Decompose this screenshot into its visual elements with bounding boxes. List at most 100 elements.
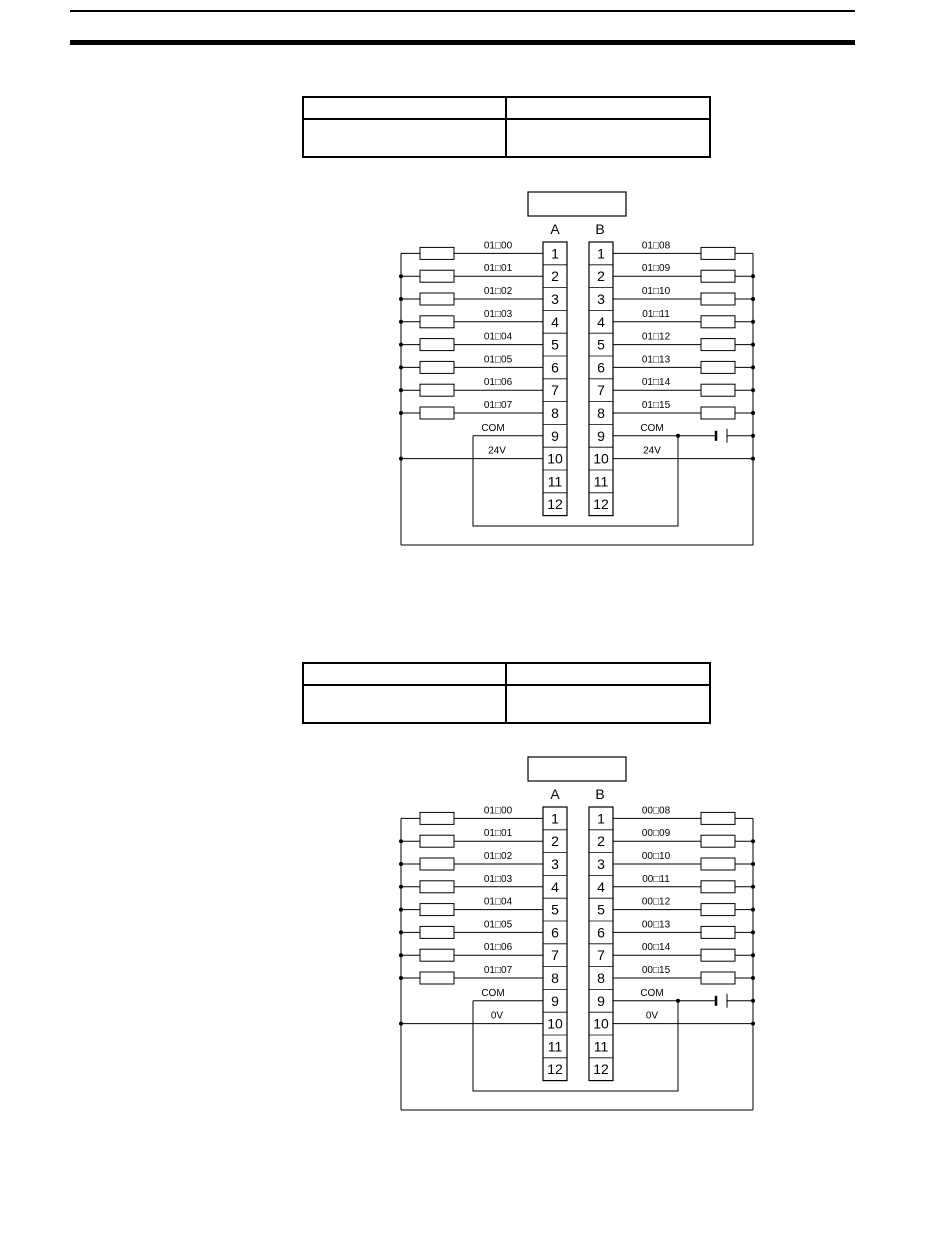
input-label: 01□05 [484,354,513,365]
connector-label-box [527,756,627,782]
pin-number-b: 7 [597,947,605,963]
junction-dot [399,953,403,958]
supply-label-right: 24V [643,446,661,457]
load-resistor [419,246,455,260]
input-label: 00□13 [642,919,671,930]
pin-number-a: 10 [547,1016,563,1032]
load-resistor [419,903,455,917]
junction-dot [751,342,755,347]
pin-number-a: 2 [551,268,559,284]
input-label: 01□01 [484,828,513,839]
com-loop-wire [472,435,679,527]
table-cell [507,686,710,722]
junction-dot [751,319,755,324]
junction-dot [751,907,755,912]
junction-dot [399,456,403,461]
input-label: 01□11 [642,309,670,320]
pin-number-a: 3 [551,856,559,872]
load-resistor [700,880,736,894]
pin-number-b: 8 [597,405,605,421]
pin-number-a: 2 [551,833,559,849]
junction-dot [751,274,755,279]
input-label: 01□12 [642,332,671,343]
junction-dot [399,862,403,866]
pin-number-b: 1 [597,810,605,826]
input-label: 01□06 [484,377,513,388]
pin-number-a: 9 [551,993,559,1009]
pin-number-a: 7 [551,382,559,398]
junction-dot [751,297,755,301]
pin-number-b: 10 [593,451,609,467]
input-label: 00□12 [642,897,671,908]
junction-dot [399,884,403,889]
pin-number-b: 11 [594,473,609,489]
pin-number-a: 5 [551,337,559,353]
load-resistor [700,246,736,260]
supply-label-left: 24V [488,446,506,457]
junction-dot [751,411,755,415]
load-resistor [700,948,736,962]
input-label: 00□14 [642,942,671,953]
junction-dot [751,388,755,393]
pin-number-b: 8 [597,970,605,986]
pin-number-a: 1 [551,245,559,261]
pin-number-a: 9 [551,428,559,444]
input-label: 00□09 [642,828,671,839]
input-label: 01□00 [484,805,513,816]
table-cell [507,120,710,156]
input-label: 01□03 [484,874,513,885]
table-cell [304,120,507,156]
load-resistor [700,338,736,352]
table-cell [304,686,507,722]
junction-dot [399,342,403,347]
load-resistor [419,811,455,825]
load-resistor [700,360,736,374]
load-resistor [700,269,736,283]
input-label: 00□08 [642,805,671,816]
input-label: 00□15 [642,965,671,976]
pin-number-b: 9 [597,993,605,1009]
pin-number-a: 4 [551,314,559,330]
pin-number-b: 6 [597,359,605,375]
table-header-cell [507,664,710,684]
input-label: 01□09 [642,263,671,274]
input-label: 01□07 [484,965,513,976]
com-label-right: COM [640,988,663,999]
load-resistor [419,925,455,939]
input-label: 01□04 [484,897,513,908]
pin-number-b: 4 [597,879,605,895]
input-label: 01□02 [484,851,513,862]
junction-dot [399,930,403,935]
load-resistor [419,834,455,848]
junction-dot [751,998,755,1003]
pin-number-a: 6 [551,359,559,375]
pin-number-b: 3 [597,856,605,872]
table-header-cell [304,98,507,118]
pin-number-b: 5 [597,902,605,918]
header-rule-thin [70,10,855,12]
pin-number-b: 6 [597,924,605,940]
pin-number-a: 1 [551,810,559,826]
junction-dot [751,862,755,866]
junction-dot [399,839,403,844]
junction-dot [399,907,403,912]
column-b-label: B [595,786,604,802]
pin-number-a: 8 [551,970,559,986]
pin-number-a: 4 [551,879,559,895]
pin-number-a: 8 [551,405,559,421]
pin-number-a: 12 [547,1061,563,1077]
com-loop-wire [472,1000,679,1092]
load-resistor [700,315,736,329]
junction-dot [399,1021,403,1026]
junction-dot [399,274,403,279]
com-label-left: COM [481,988,504,999]
pin-number-b: 4 [597,314,605,330]
table-header-cell [304,664,507,684]
input-label: 01□05 [484,919,513,930]
pin-number-b: 11 [594,1038,609,1054]
pin-number-a: 7 [551,947,559,963]
load-resistor [419,948,455,962]
input-label: 01□04 [484,332,513,343]
pin-number-b: 7 [597,382,605,398]
junction-dot [751,433,755,438]
